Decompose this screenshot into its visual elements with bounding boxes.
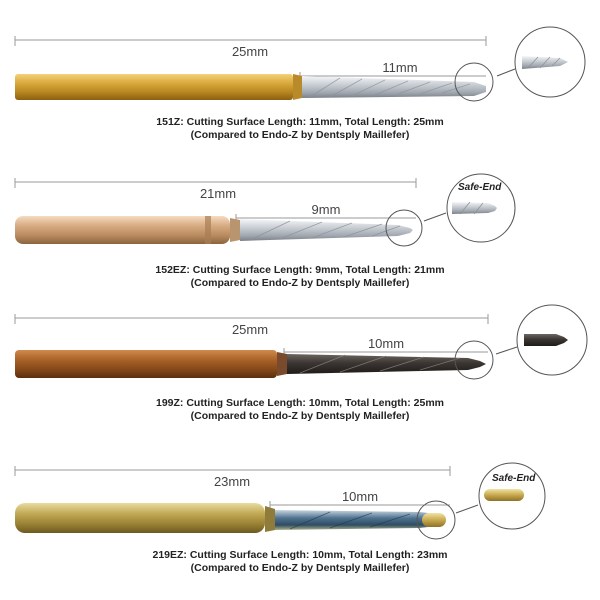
bur-body (15, 503, 446, 533)
bur-152ez: 21mm 9mm Safe-End (14, 173, 516, 247)
total-length-label: 25mm (232, 44, 268, 59)
cutting-length-dimension: 10mm (283, 336, 488, 356)
tip-zoom-circle: Safe-End (385, 173, 516, 247)
caption-line-2: (Compared to Endo-Z by Dentsply Maillefe… (190, 410, 410, 422)
tip-zoom-circle (454, 26, 586, 102)
total-length-dimension: 23mm (14, 466, 451, 489)
bur-151z: 25mm 11mm (14, 26, 586, 102)
caption-line-2: (Compared to Endo-Z by Dentsply Maillefe… (190, 277, 410, 289)
cutting-length-label: 11mm (382, 60, 417, 75)
bur-caption-152ez: 152EZ: Cutting Surface Length: 9mm, Tota… (0, 264, 600, 290)
safe-end-label: Safe-End (458, 182, 502, 193)
total-length-dimension: 21mm (14, 178, 417, 201)
bur-body (15, 350, 486, 378)
caption-line-2: (Compared to Endo-Z by Dentsply Maillefe… (190, 562, 410, 574)
bur-body (15, 74, 486, 100)
caption-line-1: 219EZ: Cutting Surface Length: 10mm, Tot… (152, 549, 448, 561)
bur-body (15, 216, 413, 244)
bur-caption-219ez: 219EZ: Cutting Surface Length: 10mm, Tot… (0, 549, 600, 575)
cutting-length-label: 9mm (312, 202, 341, 217)
total-length-label: 21mm (200, 186, 236, 201)
total-length-label: 25mm (232, 322, 268, 337)
cutting-length-label: 10mm (368, 336, 404, 351)
bur-caption-151z: 151Z: Cutting Surface Length: 11mm, Tota… (0, 116, 600, 142)
caption-line-2: (Compared to Endo-Z by Dentsply Maillefe… (190, 129, 410, 141)
cutting-length-label: 10mm (342, 489, 378, 504)
bur-219ez: 23mm 10mm Safe-End (14, 462, 546, 540)
total-length-dimension: 25mm (14, 36, 487, 59)
cutting-length-dimension: 9mm (235, 202, 416, 222)
tip-zoom-circle: Safe-End (416, 462, 546, 540)
caption-line-1: 199Z: Cutting Surface Length: 10mm, Tota… (155, 397, 444, 409)
bur-199z: 25mm 10mm (14, 304, 588, 380)
caption-line-1: 152EZ: Cutting Surface Length: 9mm, Tota… (155, 264, 445, 276)
tip-zoom-circle (454, 304, 588, 380)
caption-line-1: 151Z: Cutting Surface Length: 11mm, Tota… (156, 116, 444, 128)
bur-caption-199z: 199Z: Cutting Surface Length: 10mm, Tota… (0, 397, 600, 423)
total-length-dimension: 25mm (14, 314, 489, 337)
total-length-label: 23mm (214, 474, 250, 489)
safe-end-label: Safe-End (492, 473, 536, 484)
cutting-length-dimension: 10mm (269, 489, 450, 509)
